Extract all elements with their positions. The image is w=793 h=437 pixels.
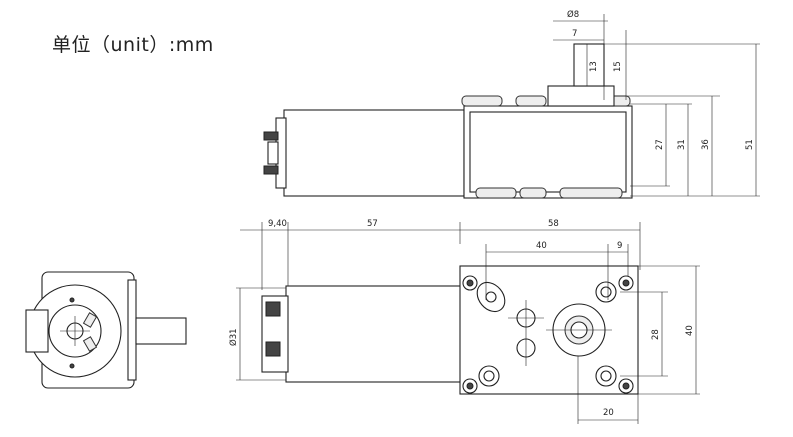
dim-51: 51 [745, 139, 755, 150]
motor-body-top [283, 109, 465, 197]
side-dot-2 [69, 363, 75, 369]
dim-hole-40: 40 [536, 241, 547, 251]
dim-58: 58 [548, 219, 559, 229]
dim-hole-20: 20 [603, 408, 614, 418]
dim-36: 36 [701, 139, 711, 150]
dim-57: 57 [367, 219, 378, 229]
brush-1 [82, 312, 98, 328]
screw-bl-head [466, 382, 474, 390]
side-view [25, 271, 187, 389]
dim-13: 13 [589, 61, 599, 72]
slot-hole-inner [485, 291, 497, 303]
unit-title: 单位（unit）:mm [52, 34, 214, 56]
gear-lobe-1 [461, 95, 503, 107]
terminal-front-2 [265, 341, 281, 357]
terminal-side [25, 309, 49, 353]
dim-9-40: 9,40 [268, 219, 287, 229]
dim-15: 15 [613, 61, 623, 72]
gear-lobe-6 [559, 187, 623, 199]
gear-lobe-5 [519, 187, 547, 199]
terminal-block-top [267, 141, 279, 165]
dim-key-width: 7 [572, 29, 577, 39]
dim-hole-28: 28 [651, 329, 661, 340]
brush-2 [82, 336, 98, 352]
top-view [263, 14, 760, 199]
mount-hole-bl-inner [483, 370, 495, 382]
mount-hole-br-inner [600, 370, 612, 382]
dim-motor-dia: Ø31 [228, 328, 239, 346]
terminal-front-1 [265, 301, 281, 317]
gearbox-inner-top [469, 111, 627, 193]
gear-lobe-4 [475, 187, 517, 199]
mount-hole-tr-inner [600, 286, 612, 298]
side-shaft [135, 317, 187, 345]
dim-27: 27 [655, 139, 665, 150]
output-shaft-top [573, 43, 605, 87]
screw-tr-head [622, 279, 630, 287]
dim-height-40: 40 [685, 325, 695, 336]
gear-lobe-2 [515, 95, 547, 107]
screw-br-head [622, 382, 630, 390]
terminal-top-1 [263, 131, 279, 141]
dim-31: 31 [677, 139, 687, 150]
side-flange [127, 279, 137, 381]
terminal-top-2 [263, 165, 279, 175]
side-dot-1 [69, 297, 75, 303]
motor-body-front [285, 285, 463, 383]
front-view [236, 222, 700, 424]
dim-shaft-diameter: Ø8 [567, 9, 579, 20]
dim-hole-9: 9 [617, 241, 622, 251]
screw-tl-head [466, 279, 474, 287]
